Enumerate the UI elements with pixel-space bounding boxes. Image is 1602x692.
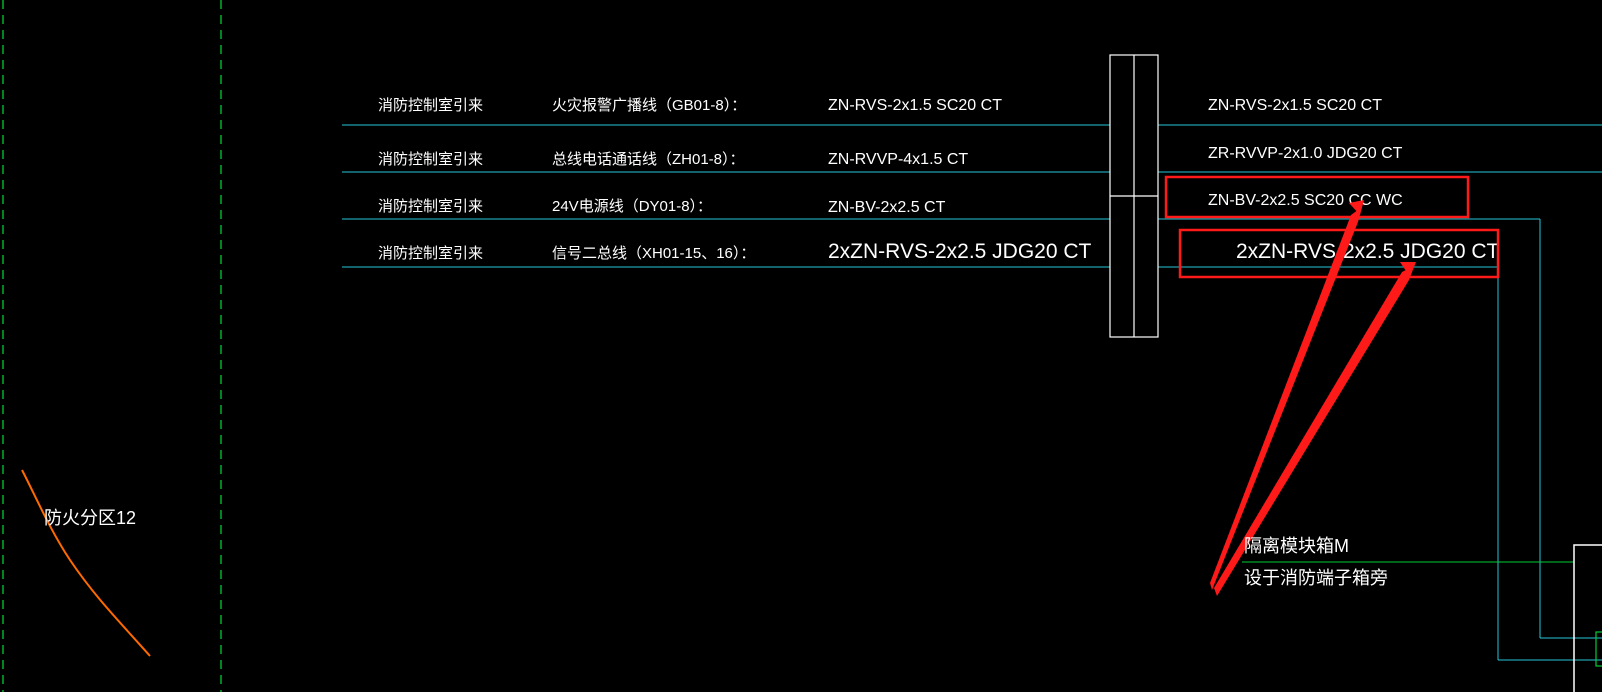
- terminal-box-connector: [1595, 631, 1602, 667]
- row-3-spec-right: ZN-BV-2x2.5 SC20 CC WC: [1208, 192, 1403, 209]
- row-4-source: 消防控制室引来: [378, 245, 483, 262]
- row-2-spec-left: ZN-RVVP-4x1.5 CT: [828, 151, 968, 168]
- row-2[interactable]: 消防控制室引来 总线电话通话线（ZH01-8）： ZN-RVVP-4x1.5 C…: [378, 145, 1403, 168]
- annotation-arrow-2: [1214, 262, 1416, 596]
- row-4[interactable]: 消防控制室引来 信号二总线（XH01-15、16）： 2xZN-RVS-2x2.…: [378, 240, 1500, 263]
- row-4-name: 信号二总线（XH01-15、16）：: [552, 245, 755, 262]
- row-2-name: 总线电话通话线（ZH01-8）：: [552, 151, 745, 168]
- fire-zone-label: 防火分区12: [44, 508, 136, 528]
- row-2-source: 消防控制室引来: [378, 151, 483, 168]
- isolation-box-label-2: 设于消防端子箱旁: [1244, 568, 1388, 588]
- annotation-arrow-1: [1210, 200, 1364, 590]
- highlight-box-row-4: [1178, 228, 1500, 279]
- terminal-box[interactable]: [1573, 544, 1602, 692]
- zone-sketch-line: [21, 469, 151, 657]
- row-4-spec-right: 2xZN-RVS-2x2.5 JDG20 CT: [1236, 240, 1500, 263]
- row-1-source: 消防控制室引来: [378, 97, 483, 114]
- row-3-name: 24V电源线（DY01-8）：: [552, 198, 712, 215]
- highlight-box-row-3: [1164, 175, 1470, 219]
- row-2-spec-right: ZR-RVVP-2x1.0 JDG20 CT: [1208, 145, 1403, 162]
- row-3[interactable]: 消防控制室引来 24V电源线（DY01-8）： ZN-BV-2x2.5 CT Z…: [378, 192, 1403, 216]
- row-3-spec-left: ZN-BV-2x2.5 CT: [828, 199, 946, 216]
- row-1-name: 火灾报警广播线（GB01-8）：: [552, 97, 746, 114]
- isolation-box-label-1: 隔离模块箱M: [1244, 536, 1349, 556]
- row-4-spec-left: 2xZN-RVS-2x2.5 JDG20 CT: [828, 240, 1092, 263]
- row-1-spec-left: ZN-RVS-2x1.5 SC20 CT: [828, 97, 1002, 114]
- row-3-source: 消防控制室引来: [378, 198, 483, 215]
- row-1[interactable]: 消防控制室引来 火灾报警广播线（GB01-8）： ZN-RVS-2x1.5 SC…: [378, 97, 1382, 114]
- row-1-spec-right: ZN-RVS-2x1.5 SC20 CT: [1208, 97, 1382, 114]
